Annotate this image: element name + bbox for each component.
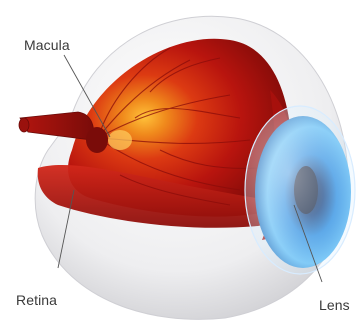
cornea [245, 106, 355, 274]
macula-spot [108, 130, 132, 150]
optic-disc [86, 127, 108, 153]
retina-label: Retina [16, 292, 57, 308]
optic-nerve [20, 112, 93, 140]
optic-nerve-end [19, 118, 29, 132]
macula-label: Macula [24, 37, 70, 53]
lens-label: Lens [319, 297, 350, 313]
